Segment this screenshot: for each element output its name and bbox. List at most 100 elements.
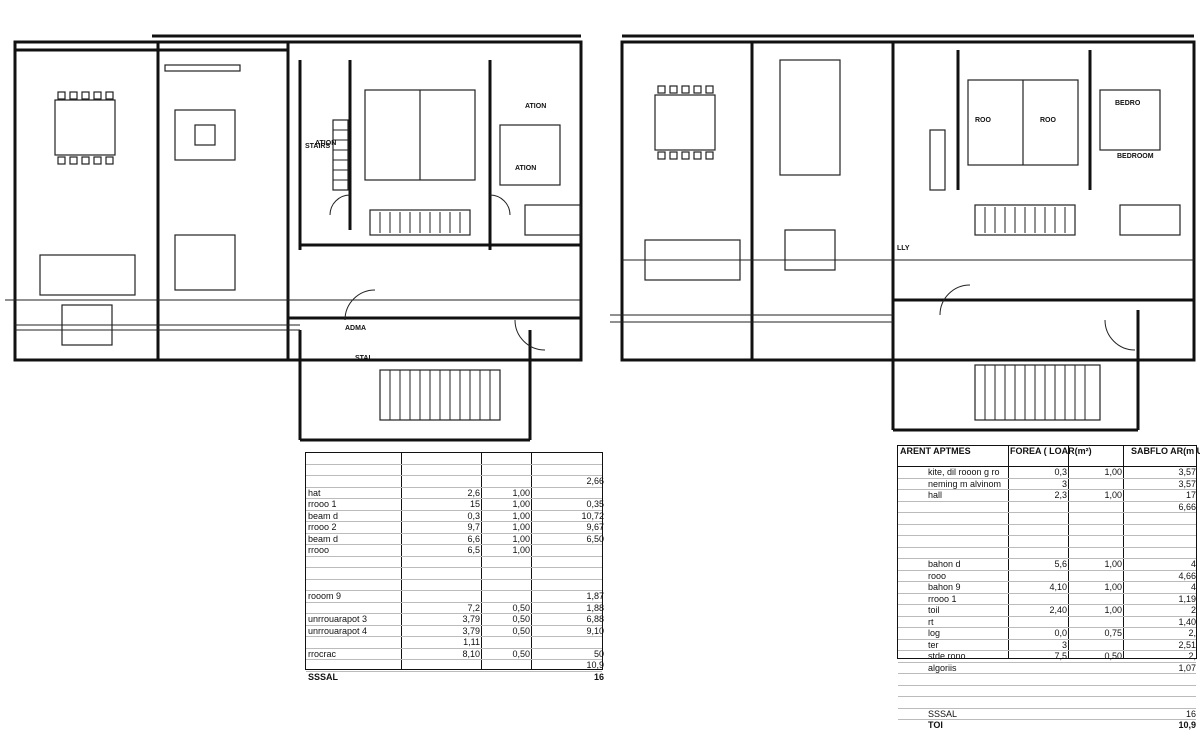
table-cell-coef: 1,00 (512, 499, 530, 509)
table-cell-total: 10,72 (581, 510, 604, 521)
table-cell-total: 3,57 (1178, 478, 1196, 489)
table-row (898, 686, 1196, 697)
table-cell-total: 10,9 (1178, 720, 1196, 730)
table-cell-name: SSSAL (308, 671, 339, 682)
table-row: SSSAL 16 (306, 671, 604, 683)
table-right-header-col1: ARENT APTMES (900, 446, 971, 456)
table-cell-name: kite, dil rooon g ro (928, 467, 1000, 477)
table-cell-coef: 1,00 (1104, 559, 1122, 569)
plan-left-label-4: ATION (515, 165, 536, 172)
table-row: 6,66 (898, 501, 1196, 513)
table-row: rooo 4,66 (898, 570, 1196, 582)
table-right-header-col4: SABFLO AR(m UILE (OREA ) (1131, 446, 1200, 456)
table-cell-area: 15 (469, 499, 480, 509)
table-row (898, 525, 1196, 536)
table-cell-total: 6,88 (586, 614, 604, 624)
table-cell-total: 6,50 (586, 533, 604, 544)
table-cell-total: 17 (1185, 490, 1196, 500)
plan-right-outer-wall (620, 40, 1196, 362)
table-cell-total: 6,66 (1178, 501, 1196, 512)
table-cell-area: 0,0 (1054, 628, 1067, 638)
table-cell-area: 3 (1061, 639, 1067, 650)
table-row: bahon d 5,6 1,00 4 (898, 559, 1196, 571)
plan-left-label-2: ATION (315, 140, 336, 147)
table-cell-total: 3,57 (1178, 467, 1196, 477)
table-cell-total: 1,88 (586, 602, 604, 613)
table-row (306, 465, 602, 476)
table-cell-coef: 0,75 (1104, 628, 1122, 638)
table-cell-total: 1,40 (1178, 616, 1196, 627)
plan-right-label-2: BEDROOM (1117, 153, 1154, 160)
table-cell-name: rrooo (308, 545, 330, 555)
table-cell-name: rt (928, 616, 934, 627)
table-row (306, 580, 602, 591)
table-cell-area: 2,40 (1049, 605, 1067, 615)
table-cell-name: TOI (928, 720, 943, 730)
plan-right-label-1: ROO (1040, 117, 1057, 124)
table-cell-total: 2 (1190, 605, 1196, 615)
table-cell-area: 2,3 (1054, 490, 1067, 500)
table-cell-total: 2, (1188, 651, 1196, 661)
table-cell-name: SSSAL (928, 708, 958, 719)
table-cell-name: rrocrac (308, 648, 337, 659)
table-cell-name: rrooo 1 (308, 499, 337, 509)
table-row: 1,11 (306, 637, 602, 649)
table-cell-area: 3 (1061, 478, 1067, 489)
table-cell-area: 4,10 (1049, 582, 1067, 592)
table-right-header-col2: FOREA ( LOAR(m²) (1010, 446, 1092, 456)
table-cell-coef: 1,00 (512, 533, 530, 544)
plan-left-label-0: STAIRS (305, 143, 330, 150)
table-cell-total: 16 (1185, 708, 1196, 719)
table-cell-total: 1,07 (1178, 662, 1196, 673)
floor-plan-left: STAIRS ADMA ATION ATION ATION STAI (5, 34, 583, 442)
table-cell-area: 1,11 (463, 637, 480, 647)
table-cell-coef: 1,00 (1104, 582, 1122, 592)
table-cell-name: beam d (308, 533, 339, 544)
table-row: 2,66 (306, 476, 604, 488)
table-cell-name: beam d (308, 510, 339, 521)
table-row (306, 453, 602, 465)
plan-left-outer-wall (13, 40, 583, 362)
table-cell-coef: 1,00 (512, 545, 530, 555)
floor-plan-right: ROO ROO BEDROOM BEDRO LLY (610, 34, 1196, 432)
table-cell-name: rrooo 2 (308, 522, 337, 532)
table-cell-name: unrrouarapot 4 (308, 625, 368, 636)
table-cell-coef: 0,50 (512, 648, 530, 659)
table-cell-total: 4 (1190, 559, 1196, 569)
table-cell-name: rrooo 1 (928, 593, 957, 604)
table-cell-name: toil (928, 605, 940, 615)
table-cell-name: algoriis (928, 662, 957, 673)
table-cell-area: 7,5 (1054, 651, 1067, 661)
table-cell-total: 4 (1190, 582, 1196, 592)
table-cell-total: 4,66 (1178, 570, 1196, 581)
table-cell-name: stde rono (928, 651, 966, 661)
table-cell-total: 2,66 (586, 476, 604, 486)
table-row (306, 557, 602, 568)
table-cell-coef: 1,00 (512, 487, 530, 498)
plan-right-label-4: LLY (897, 245, 910, 252)
table-cell-name: log (928, 628, 941, 638)
table-cell-area: 5,6 (1054, 559, 1067, 569)
area-table-right-header: ARENT APTMES FOREA ( LOAR(m²) SABFLO AR(… (898, 446, 1200, 467)
table-cell-name: bahon d (928, 559, 961, 569)
table-cell-name: rooo (928, 570, 947, 581)
table-row: rt 1,40 (898, 616, 1196, 628)
table-cell-total: 16 (593, 671, 604, 682)
table-cell-area: 8,10 (462, 648, 480, 659)
table-cell-area: 0,3 (1054, 467, 1067, 477)
